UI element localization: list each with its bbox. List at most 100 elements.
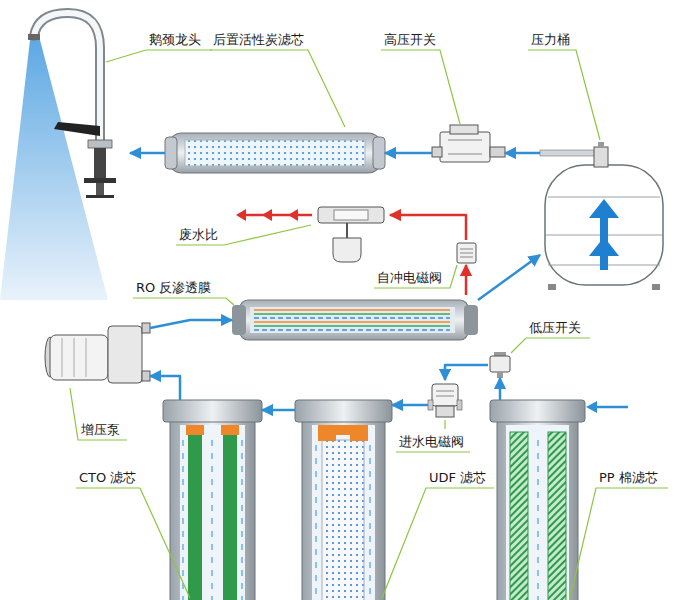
leader-lines-part	[528, 50, 600, 140]
carbon-filter-part	[165, 137, 177, 169]
component-area: RO 反渗透膜	[232, 295, 478, 345]
inlet-solenoid-part	[436, 391, 454, 392]
udf-filter-part	[322, 440, 364, 600]
gooseneck-faucet	[28, 13, 116, 198]
inlet-solenoid-part	[432, 384, 458, 406]
pressure-tank-part	[548, 197, 660, 198]
gooseneck-faucet-part	[94, 148, 106, 178]
high-pressure-switch-part	[448, 140, 482, 141]
high-pressure-switch-part	[450, 125, 478, 134]
pressure-tank-part	[589, 237, 619, 256]
flow-arrow	[130, 152, 165, 155]
flow-arrow	[478, 255, 540, 300]
component-label: 自冲电磁阀	[376, 270, 443, 285]
cto-filter-part	[170, 418, 255, 600]
inlet-solenoid-part	[428, 400, 433, 410]
component-label: 增压泵	[80, 422, 121, 437]
pressure-tank-part	[589, 199, 619, 218]
component-label: 鹅颈龙头	[148, 32, 202, 47]
pressure-tank-part	[594, 147, 608, 167]
ro-membrane-part	[254, 313, 450, 315]
ro-membrane-part	[254, 325, 450, 327]
udf-filter-part	[295, 400, 392, 422]
ro-membrane	[232, 300, 478, 340]
wastewater-ratio-valve-part	[333, 238, 361, 262]
leader-lines-part	[444, 420, 445, 429]
component-area: 高压开关	[432, 125, 505, 175]
leader-lines-part	[381, 50, 460, 124]
high-pressure-switch-part	[490, 147, 505, 157]
label-box: CTO 滤芯	[78, 468, 137, 486]
component-area: 进水电磁阀	[428, 380, 462, 418]
flush-solenoid-part	[460, 249, 473, 250]
pp-filter-part	[506, 425, 569, 600]
wastewater-ratio-valve-part	[346, 223, 348, 238]
pp-filter-part	[490, 400, 585, 422]
component-area: 废水比	[312, 203, 390, 263]
high-pressure-switch	[432, 125, 505, 162]
leader-lines-part	[70, 388, 127, 440]
pressure-tank-part	[652, 284, 660, 290]
component-area: 增压泵	[45, 318, 150, 385]
inlet-solenoid-part	[436, 406, 454, 417]
ro-membrane-part	[254, 321, 450, 323]
inlet-arrow-part	[596, 406, 628, 409]
drain-arrows-part	[288, 209, 298, 221]
label-box: 高压开关	[383, 30, 437, 48]
component-area: 鹅颈龙头	[28, 8, 130, 200]
booster-pump-part	[62, 338, 63, 377]
pp-filter-part	[537, 440, 538, 600]
carbon-filter-part	[373, 137, 385, 169]
component-area: PP 棉滤芯	[490, 400, 585, 600]
inlet-arrow-part	[586, 401, 597, 413]
water-stream	[0, 40, 108, 300]
ro-membrane-part	[240, 300, 468, 340]
flow-arrow	[465, 265, 468, 295]
pp-filter-part	[510, 432, 528, 600]
label-box: 进水电磁阀	[398, 432, 465, 450]
booster-pump	[45, 323, 150, 383]
leader-lines-part	[511, 338, 590, 353]
label-box: 后置活性炭滤芯	[212, 30, 305, 48]
cto-filter-part	[186, 425, 204, 435]
drain-arrows-part	[236, 209, 246, 221]
pp-filter-part	[497, 418, 578, 600]
drain-arrows-part	[244, 214, 312, 217]
label-box: 压力桶	[530, 30, 571, 48]
ro-membrane-part	[250, 307, 455, 333]
high-pressure-switch-part	[448, 154, 482, 155]
high-pressure-switch-part	[440, 132, 490, 162]
leader-lines	[70, 50, 668, 598]
label-box: 自冲电磁阀	[376, 268, 443, 286]
ro-membrane-part	[254, 309, 450, 311]
carbon-filter-part	[168, 133, 382, 173]
component-label: 低压开关	[528, 320, 582, 335]
booster-pump-part	[86, 338, 87, 377]
pressure-tank-part	[548, 284, 556, 290]
component-label: RO 反渗透膜	[135, 280, 212, 295]
flow-arrow	[385, 152, 432, 155]
gooseneck-faucet-part	[96, 183, 104, 196]
cto-filter-part	[182, 440, 183, 600]
label-box: 废水比	[178, 225, 219, 243]
low-pressure-switch-part	[490, 356, 510, 372]
gooseneck-faucet-part	[84, 178, 116, 183]
ro-membrane-part	[232, 305, 246, 335]
ro-membrane-part	[464, 305, 478, 335]
component-area: 自冲电磁阀	[455, 240, 478, 265]
gooseneck-faucet-part	[28, 34, 40, 40]
booster-pump-part	[142, 371, 150, 381]
cto-filter-part	[241, 440, 242, 600]
component-area: UDF 滤芯	[295, 400, 392, 600]
leader-lines-part	[210, 50, 345, 127]
flow-arrow	[390, 215, 466, 240]
inlet-solenoid	[428, 384, 462, 417]
component-area: 压力桶	[540, 145, 668, 290]
booster-pump-part	[50, 335, 108, 380]
label-box: 低压开关	[528, 318, 582, 336]
booster-pump-part	[142, 323, 150, 333]
flush-solenoid-part	[457, 243, 476, 263]
label-box: PP 棉滤芯	[598, 468, 659, 486]
